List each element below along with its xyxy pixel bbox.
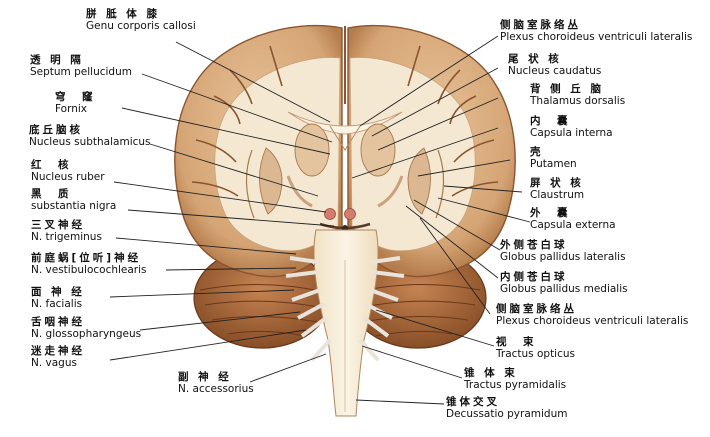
label-plexus-choroideus-upper: 侧脑室脉络丛 Plexus choroideus ventriculi late… bbox=[500, 19, 693, 44]
label-zh: 前庭蜗[位听]神经 bbox=[31, 252, 142, 264]
leader-lines bbox=[109, 35, 531, 405]
label-latin: Nucleus subthalamicus bbox=[29, 135, 151, 148]
label-latin: Capsula externa bbox=[530, 218, 616, 231]
label-substantia-nigra: 黑 质 substantia nigra bbox=[31, 188, 117, 213]
label-capsula-interna: 内 囊 Capsula interna bbox=[530, 115, 613, 140]
label-latin: Genu corporis callosi bbox=[86, 19, 196, 32]
label-putamen: 壳 Putamen bbox=[530, 146, 577, 171]
label-zh: 透 明 隔 bbox=[30, 54, 84, 66]
label-zh: 三叉神经 bbox=[31, 219, 85, 231]
label-zh: 内侧苍白球 bbox=[500, 271, 568, 283]
label-zh: 舌咽神经 bbox=[31, 316, 85, 328]
label-zh: 侧脑室脉络丛 bbox=[496, 303, 577, 315]
label-latin: Claustrum bbox=[530, 188, 585, 201]
label-latin: N. trigeminus bbox=[31, 230, 102, 243]
label-zh: 外侧苍白球 bbox=[500, 239, 568, 251]
label-zh: 外 囊 bbox=[530, 207, 571, 219]
label-nucleus-ruber: 红 核 Nucleus ruber bbox=[31, 159, 105, 184]
label-genu-corporis-callosi: 胼 胝 体 膝 Genu corporis callosi bbox=[86, 8, 196, 33]
label-zh: 穹 窿 bbox=[55, 91, 96, 103]
label-zh: 壳 bbox=[530, 146, 544, 158]
label-zh: 胼 胝 体 膝 bbox=[86, 8, 160, 20]
label-tractus-opticus: 视 束 Tractus opticus bbox=[496, 336, 575, 361]
label-tractus-pyramidalis: 锥 体 束 Tractus pyramidalis bbox=[464, 367, 567, 392]
label-latin: Plexus choroideus ventriculi lateralis bbox=[500, 30, 693, 43]
label-zh: 内 囊 bbox=[530, 115, 571, 127]
label-n-trigeminus: 三叉神经 N. trigeminus bbox=[31, 219, 102, 244]
label-globus-pallidus-lateralis: 外侧苍白球 Globus pallidus lateralis bbox=[500, 239, 626, 264]
label-zh: 尾 状 核 bbox=[508, 53, 562, 65]
label-latin: N. accessorius bbox=[178, 382, 254, 395]
label-latin: Putamen bbox=[530, 157, 577, 170]
label-latin: Plexus choroideus ventriculi lateralis bbox=[496, 314, 689, 327]
label-nucleus-caudatus: 尾 状 核 Nucleus caudatus bbox=[508, 53, 602, 78]
label-latin: Thalamus dorsalis bbox=[530, 94, 626, 107]
label-zh: 副 神 经 bbox=[178, 371, 232, 383]
label-zh: 红 核 bbox=[31, 159, 72, 171]
label-zh: 迷走神经 bbox=[31, 345, 85, 357]
label-latin: Globus pallidus lateralis bbox=[500, 250, 626, 263]
label-latin: Capsula interna bbox=[530, 126, 613, 139]
label-n-facialis: 面 神 经 N. facialis bbox=[31, 286, 85, 311]
label-latin: N. glossopharyngeus bbox=[31, 327, 142, 340]
label-globus-pallidus-medialis: 内侧苍白球 Globus pallidus medialis bbox=[500, 271, 628, 296]
label-zh: 锥体交叉 bbox=[446, 396, 500, 408]
label-plexus-choroideus-lower: 侧脑室脉络丛 Plexus choroideus ventriculi late… bbox=[496, 303, 689, 328]
label-zh: 黑 质 bbox=[31, 188, 72, 200]
label-latin: Tractus opticus bbox=[496, 347, 575, 360]
label-fornix: 穹 窿 Fornix bbox=[55, 91, 96, 116]
label-septum-pellucidum: 透 明 隔 Septum pellucidum bbox=[30, 54, 132, 79]
label-capsula-externa: 外 囊 Capsula externa bbox=[530, 207, 616, 232]
label-claustrum: 屏 状 核 Claustrum bbox=[530, 177, 585, 202]
label-zh: 锥 体 束 bbox=[464, 367, 518, 379]
label-zh: 背 侧 丘 脑 bbox=[530, 83, 604, 95]
label-latin: Nucleus caudatus bbox=[508, 64, 602, 77]
label-latin: Tractus pyramidalis bbox=[464, 378, 567, 391]
label-zh: 底丘脑核 bbox=[29, 124, 83, 136]
cerebral-hemispheres bbox=[174, 24, 516, 278]
label-n-vestibulocochlearis: 前庭蜗[位听]神经 N. vestibulocochlearis bbox=[31, 252, 147, 277]
label-zh: 屏 状 核 bbox=[530, 177, 584, 189]
label-zh: 面 神 经 bbox=[31, 286, 85, 298]
label-latin: Decussatio pyramidum bbox=[446, 407, 568, 420]
label-thalamus-dorsalis: 背 侧 丘 脑 Thalamus dorsalis bbox=[530, 83, 626, 108]
label-nucleus-subthalamicus: 底丘脑核 Nucleus subthalamicus bbox=[29, 124, 151, 149]
label-latin: Septum pellucidum bbox=[30, 65, 132, 78]
label-latin: N. vestibulocochlearis bbox=[31, 263, 147, 276]
label-latin: Fornix bbox=[55, 102, 88, 115]
label-latin: Nucleus ruber bbox=[31, 170, 105, 183]
label-decussatio-pyramidum: 锥体交叉 Decussatio pyramidum bbox=[446, 396, 568, 421]
label-latin: N. facialis bbox=[31, 297, 83, 310]
label-n-vagus: 迷走神经 N. vagus bbox=[31, 345, 85, 370]
label-latin: N. vagus bbox=[31, 356, 77, 369]
label-zh: 侧脑室脉络丛 bbox=[500, 19, 581, 31]
label-latin: substantia nigra bbox=[31, 199, 117, 212]
label-n-accessorius: 副 神 经 N. accessorius bbox=[178, 371, 254, 396]
label-latin: Globus pallidus medialis bbox=[500, 282, 628, 295]
label-n-glossopharyngeus: 舌咽神经 N. glossopharyngeus bbox=[31, 316, 142, 341]
label-zh: 视 束 bbox=[496, 336, 537, 348]
